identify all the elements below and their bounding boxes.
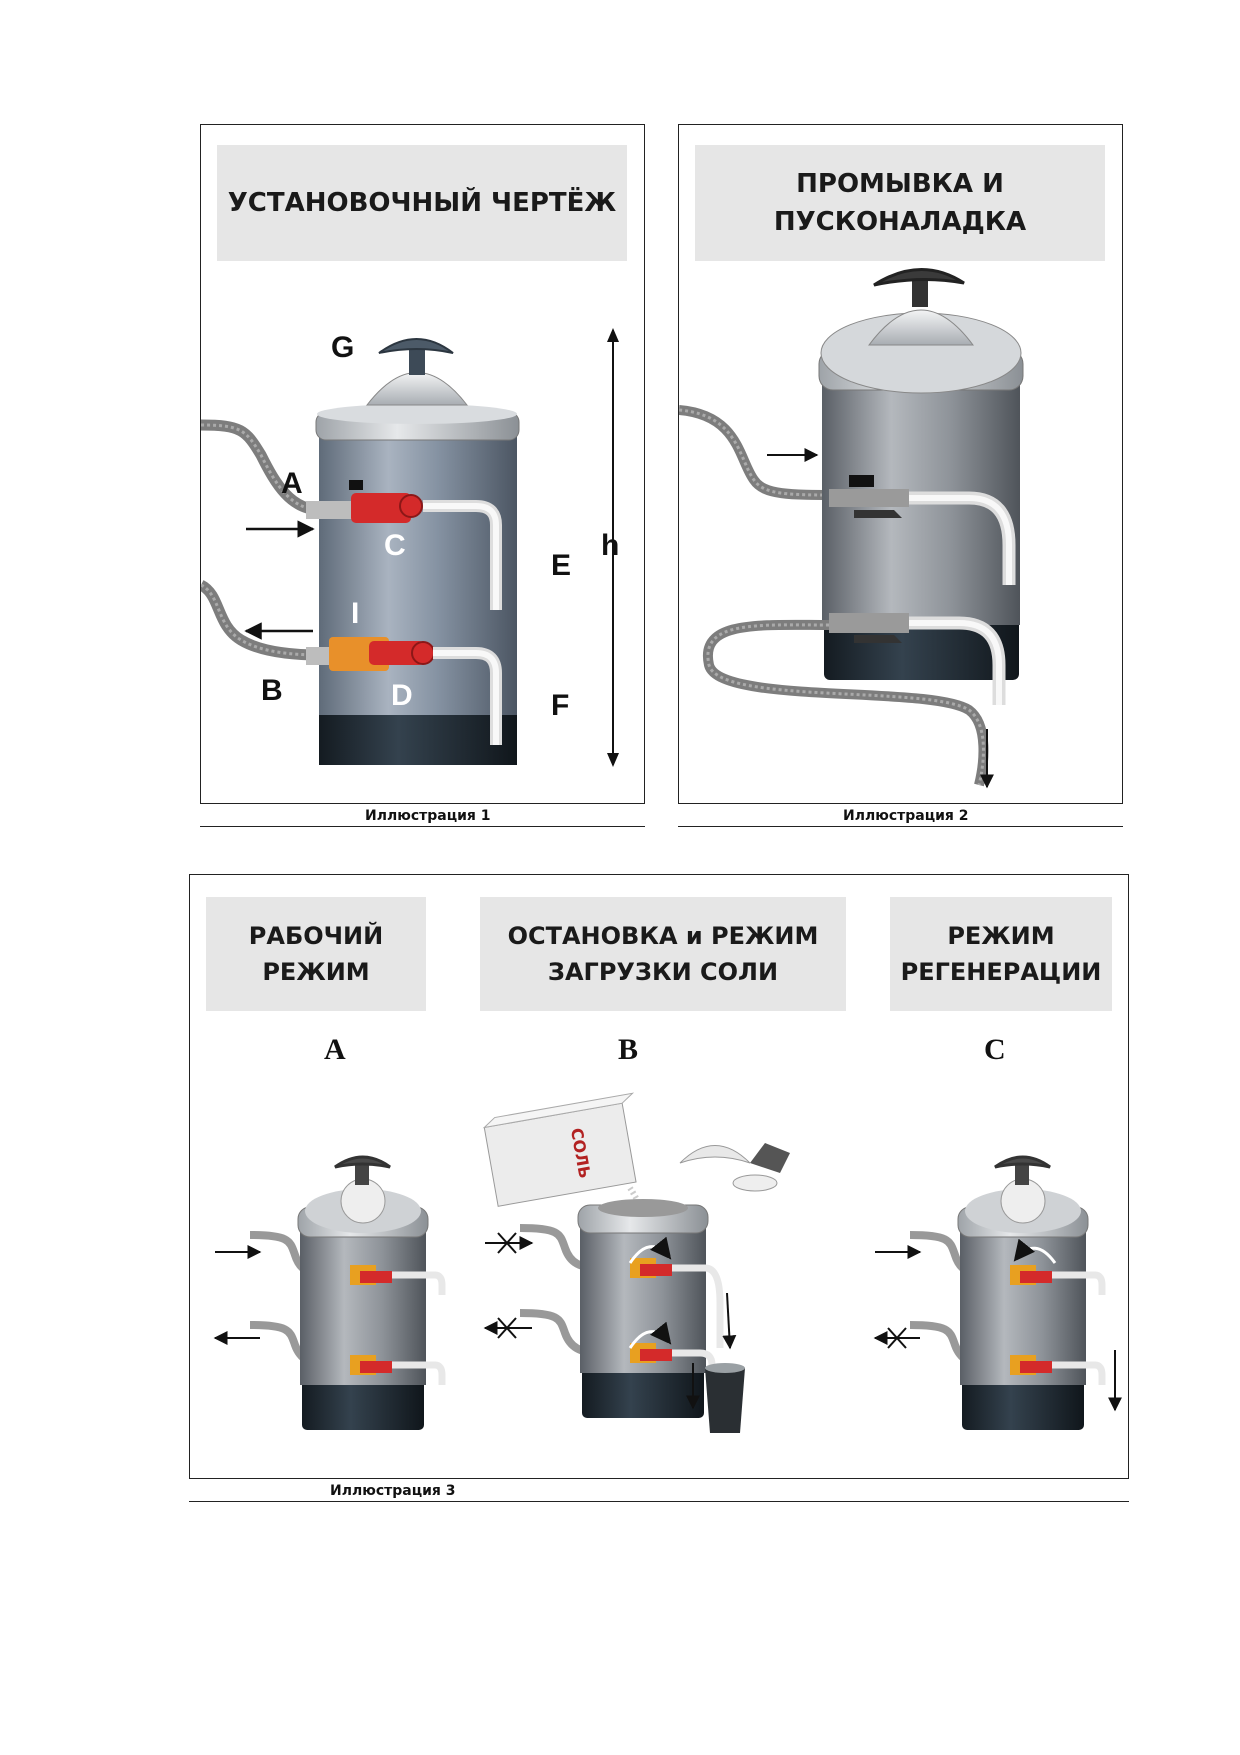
illustration-1-caption-line (200, 826, 645, 827)
illustration-1-panel: УСТАНОВОЧНЫЙ ЧЕРТЁЖ (200, 124, 645, 804)
flushing-drawing (679, 268, 1024, 789)
illustration-2-caption-line (678, 826, 1123, 827)
illustration-1-caption: Иллюстрация 1 (365, 808, 491, 824)
illustration-2-panel: ПРОМЫВКА И ПУСКОНАЛАДКА (678, 124, 1123, 804)
mode-b-drawing: СОЛЬ (482, 1092, 790, 1433)
label-d: D (391, 679, 413, 712)
label-a: A (281, 467, 303, 500)
label-g: G (331, 331, 354, 364)
mode-c-title: РЕЖИМ РЕГЕНЕРАЦИИ (890, 897, 1112, 1011)
label-c: C (384, 529, 406, 562)
illustration-3-panel: РАБОЧИЙ РЕЖИМ ОСТАНОВКА и РЕЖИМ ЗАГРУЗКИ… (189, 874, 1129, 1479)
illustration-2-title: ПРОМЫВКА И ПУСКОНАЛАДКА (695, 145, 1105, 261)
label-b: B (261, 674, 283, 707)
mode-c-letter: C (984, 1033, 1006, 1066)
installation-drawing: G A C E h I B D F (201, 328, 619, 767)
illustration-2-caption: Иллюстрация 2 (843, 808, 969, 824)
mode-c-drawing (873, 1155, 1122, 1430)
illustration-1-title: УСТАНОВОЧНЫЙ ЧЕРТЁЖ (217, 145, 627, 261)
label-f: F (551, 689, 569, 722)
mode-a-drawing (213, 1155, 446, 1430)
illustration-3-caption: Иллюстрация 3 (330, 1483, 456, 1499)
mode-b-title: ОСТАНОВКА и РЕЖИМ ЗАГРУЗКИ СОЛИ (480, 897, 846, 1011)
illustration-3-caption-line (189, 1501, 1129, 1502)
label-i: I (351, 597, 359, 630)
label-e: E (551, 549, 571, 582)
mode-b-letter: B (618, 1033, 639, 1066)
label-h: h (601, 529, 619, 562)
mode-a-title: РАБОЧИЙ РЕЖИМ (206, 897, 426, 1011)
mode-a-letter: A (324, 1033, 346, 1066)
